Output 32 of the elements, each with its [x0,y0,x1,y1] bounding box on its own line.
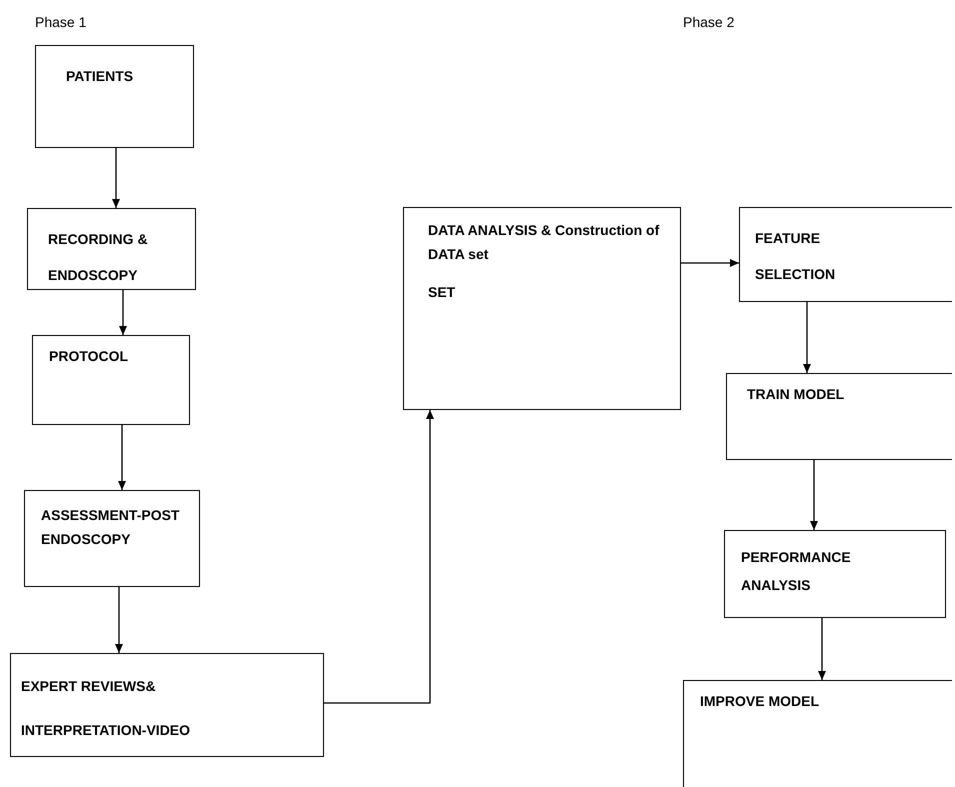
process-box [726,373,952,460]
arrow [324,410,434,704]
process-box [683,680,952,787]
phase-label: Phase 2 [683,13,734,32]
arrow [118,425,126,490]
box-label: EXPERT REVIEWS& INTERPRETATION-VIDEO [21,677,192,740]
process-box [724,530,946,618]
process-box [35,45,194,148]
box-label: PERFORMANCE ANALYSIS [741,548,852,595]
process-box [27,208,196,290]
box-label: PATIENTS [66,67,134,86]
arrow [681,259,739,267]
process-box [739,207,952,302]
arrow [810,460,818,530]
arrow [818,618,826,680]
process-box [32,335,190,425]
arrow [112,148,120,208]
box-label: RECORDING & ENDOSCOPY [48,230,149,285]
process-box [403,207,681,410]
box-label: SET [428,283,456,302]
box-label: FEATURE SELECTION [755,229,836,284]
box-label: TRAIN MODEL [747,385,846,404]
arrow [803,302,811,373]
box-label: IMPROVE MODEL [700,692,820,711]
box-label: PROTOCOL [49,347,130,366]
process-box [24,490,200,587]
arrow [119,290,127,335]
box-label: ASSESSMENT-POST ENDOSCOPY [41,506,180,549]
process-box [10,653,324,757]
box-label: DATA ANALYSIS & Construction of DATA set [428,221,660,264]
arrow [115,587,123,653]
phase-label: Phase 1 [35,13,86,32]
